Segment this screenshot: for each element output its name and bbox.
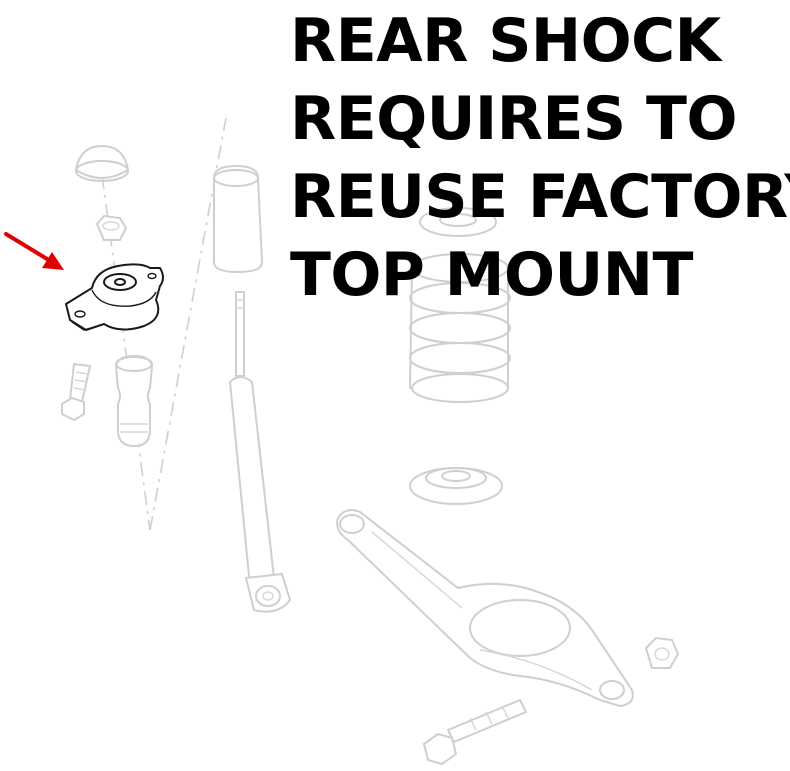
dust-cap xyxy=(74,144,130,182)
shock-dust-boot xyxy=(213,164,264,274)
reuse-top-mount-notice: REAR SHOCK REQUIRES TO REUSE FACTORY TOP… xyxy=(290,2,790,314)
notice-line-4: TOP MOUNT xyxy=(290,240,693,310)
lower-spring-seat xyxy=(409,467,503,505)
shock-absorber xyxy=(228,291,292,613)
notice-line-2: REQUIRES TO xyxy=(290,84,737,154)
upper-spring-seat xyxy=(419,207,497,237)
notice-line-3: REUSE FACTORY xyxy=(290,162,790,232)
coil-spring xyxy=(409,253,511,403)
lower-control-arm xyxy=(336,509,634,708)
arm-nut xyxy=(644,636,680,669)
bump-stop xyxy=(114,354,154,448)
red-arrow-icon xyxy=(4,232,64,270)
factory-top-mount xyxy=(65,263,164,331)
notice-line-1: REAR SHOCK xyxy=(290,6,721,76)
mount-bolt xyxy=(61,363,91,422)
top-nut xyxy=(95,214,128,241)
arm-bolt xyxy=(422,699,527,766)
